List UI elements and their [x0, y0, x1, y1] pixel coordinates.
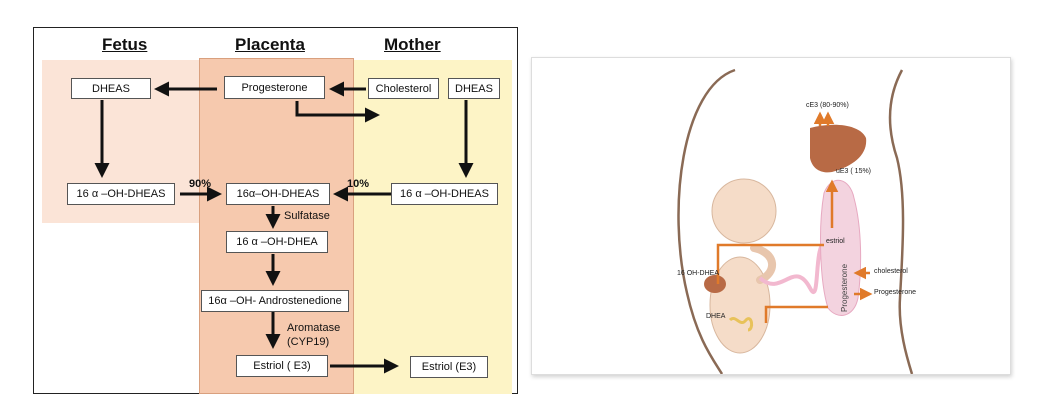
box-placental-estriol: Estriol ( E3) [236, 355, 328, 377]
label-90-percent: 90% [189, 178, 212, 190]
umbilical-cord [758, 241, 826, 294]
box-maternal-16oh-dheas: 16 α –OH-DHEAS [391, 183, 498, 205]
illus-arrow-to-dhea [764, 305, 828, 323]
label-16oh-dhea: 16 OH-DHEA [677, 270, 720, 277]
fetal-adrenal [728, 317, 754, 332]
pathway-arrows [94, 81, 474, 374]
box-androstenedione: 16α –OH- Androstenedione [201, 290, 349, 312]
box-progesterone: Progesterone [224, 76, 325, 99]
arrow-progesterone-to-mother [295, 101, 380, 123]
mother-zone [354, 60, 512, 394]
label-progesterone-vertical: Progesterone [840, 263, 849, 312]
label-ce3: cE3 (80-90%) [806, 102, 849, 109]
box-maternal-dheas: DHEAS [448, 78, 500, 99]
label-progesterone: Progesterone [874, 289, 917, 296]
box-maternal-estriol: Estriol (E3) [410, 356, 488, 378]
label-dhea: DHEA [706, 313, 726, 320]
label-cyp19: (CYP19) [287, 336, 330, 348]
box-16oh-dhea: 16 α –OH-DHEA [226, 231, 328, 253]
label-estriol: estriol [826, 238, 845, 245]
box-placental-16oh-dheas: 16α–OH-DHEAS [226, 183, 330, 205]
fetoplacental-illustration-panel: cE3 (80-90%) uE3 ( 15%) estriol 16 OH-DH… [531, 57, 1011, 375]
steroid-pathway-diagram: Fetus Placenta Mother DHEAS Progesterone… [33, 27, 518, 394]
label-sulfatase: Sulfatase [284, 210, 330, 222]
label-aromatase: Aromatase [287, 322, 341, 334]
illus-arrow-estriol-to-fetus [716, 243, 824, 284]
fetal-liver [704, 275, 726, 293]
label-ue3: uE3 ( 15%) [836, 168, 872, 175]
header-fetus: Fetus [102, 35, 148, 54]
label-10-percent: 10% [347, 178, 370, 190]
fetus-arm [750, 244, 776, 284]
illustration-drawing [677, 68, 914, 374]
label-cholesterol: cholesterol [874, 268, 908, 275]
box-fetal-dheas: DHEAS [71, 78, 151, 99]
maternal-liver [810, 124, 867, 173]
header-placenta: Placenta [235, 35, 305, 54]
maternal-belly-outline [677, 68, 736, 374]
box-cholesterol: Cholesterol [368, 78, 439, 99]
placenta-organ [820, 180, 862, 316]
maternal-back-outline [888, 69, 914, 374]
fetus-head [711, 178, 777, 244]
header-mother: Mother [384, 35, 441, 54]
box-fetal-16oh-dheas: 16 α –OH-DHEAS [67, 183, 175, 205]
